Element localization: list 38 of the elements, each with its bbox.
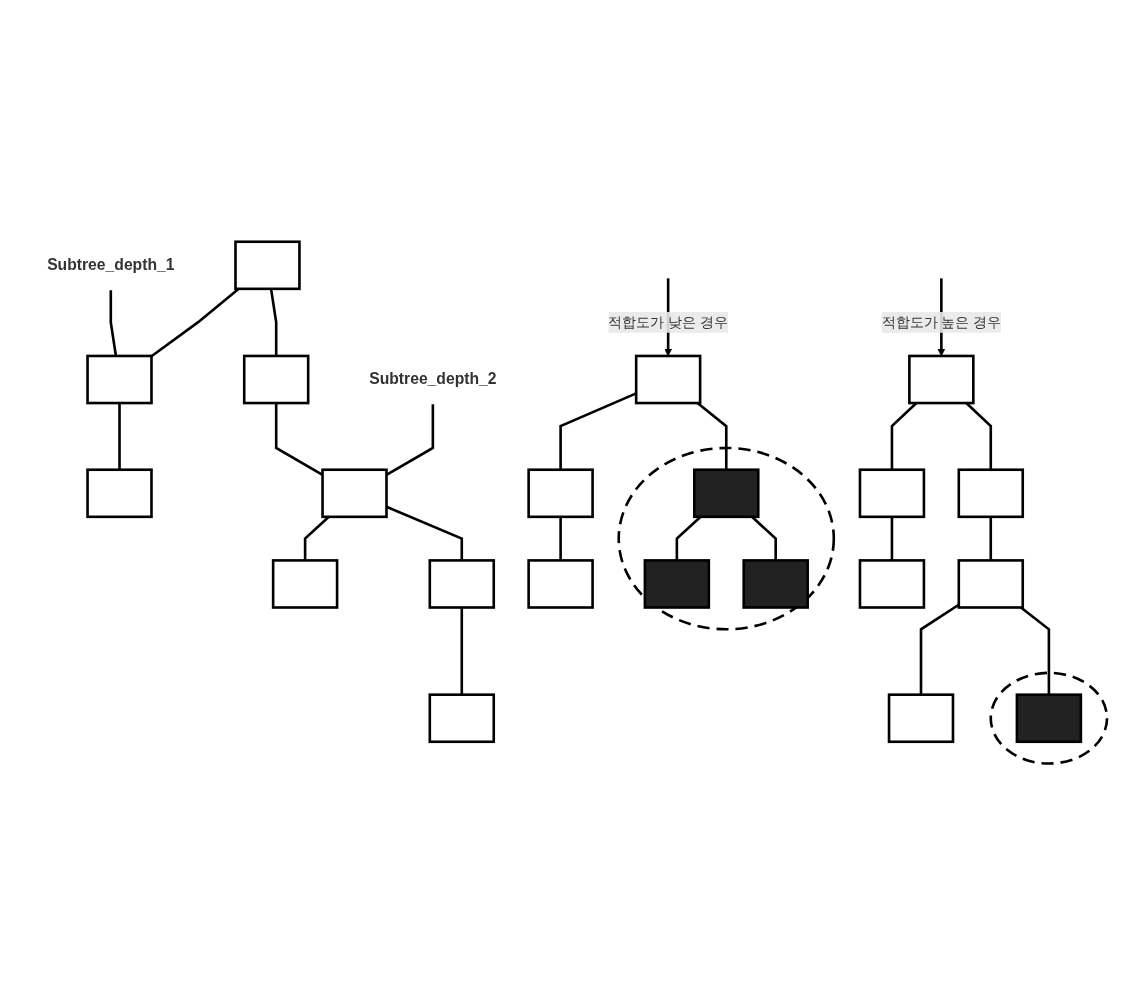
connector (109, 289, 117, 356)
node-box (428, 558, 495, 609)
node-text: Subtree_depth_2 (368, 369, 497, 388)
node-box (957, 467, 1024, 518)
node-box (858, 558, 925, 609)
node-box (858, 467, 925, 518)
node-box (85, 354, 153, 404)
node-box (957, 558, 1024, 609)
node-text: Subtree_depth_1 (46, 255, 174, 274)
connector (890, 516, 893, 560)
node-box (1015, 692, 1082, 743)
node-box (526, 558, 594, 609)
connector (696, 401, 728, 470)
node-box (526, 467, 594, 518)
node-box (634, 354, 701, 404)
node-box (692, 467, 760, 518)
cluster (616, 446, 835, 631)
node-box (271, 558, 338, 609)
connector (558, 516, 562, 560)
connector (460, 607, 463, 695)
connector (150, 287, 240, 357)
connector (274, 402, 323, 476)
node-box (85, 467, 153, 518)
connector (269, 288, 277, 356)
node-box (643, 558, 710, 609)
cluster (988, 671, 1108, 765)
connector (117, 402, 121, 470)
connector (988, 516, 992, 560)
node-box (233, 239, 301, 290)
node-box (741, 558, 809, 609)
node-box (428, 692, 495, 743)
node-box (242, 354, 309, 404)
connector (919, 603, 959, 695)
node-box (907, 354, 975, 404)
edge-label: 적합도가 낮은 경우 (607, 314, 728, 329)
edge-label: 적합도가 높은 경우 (881, 314, 1001, 329)
node-box (887, 692, 954, 743)
node-box (320, 467, 388, 518)
